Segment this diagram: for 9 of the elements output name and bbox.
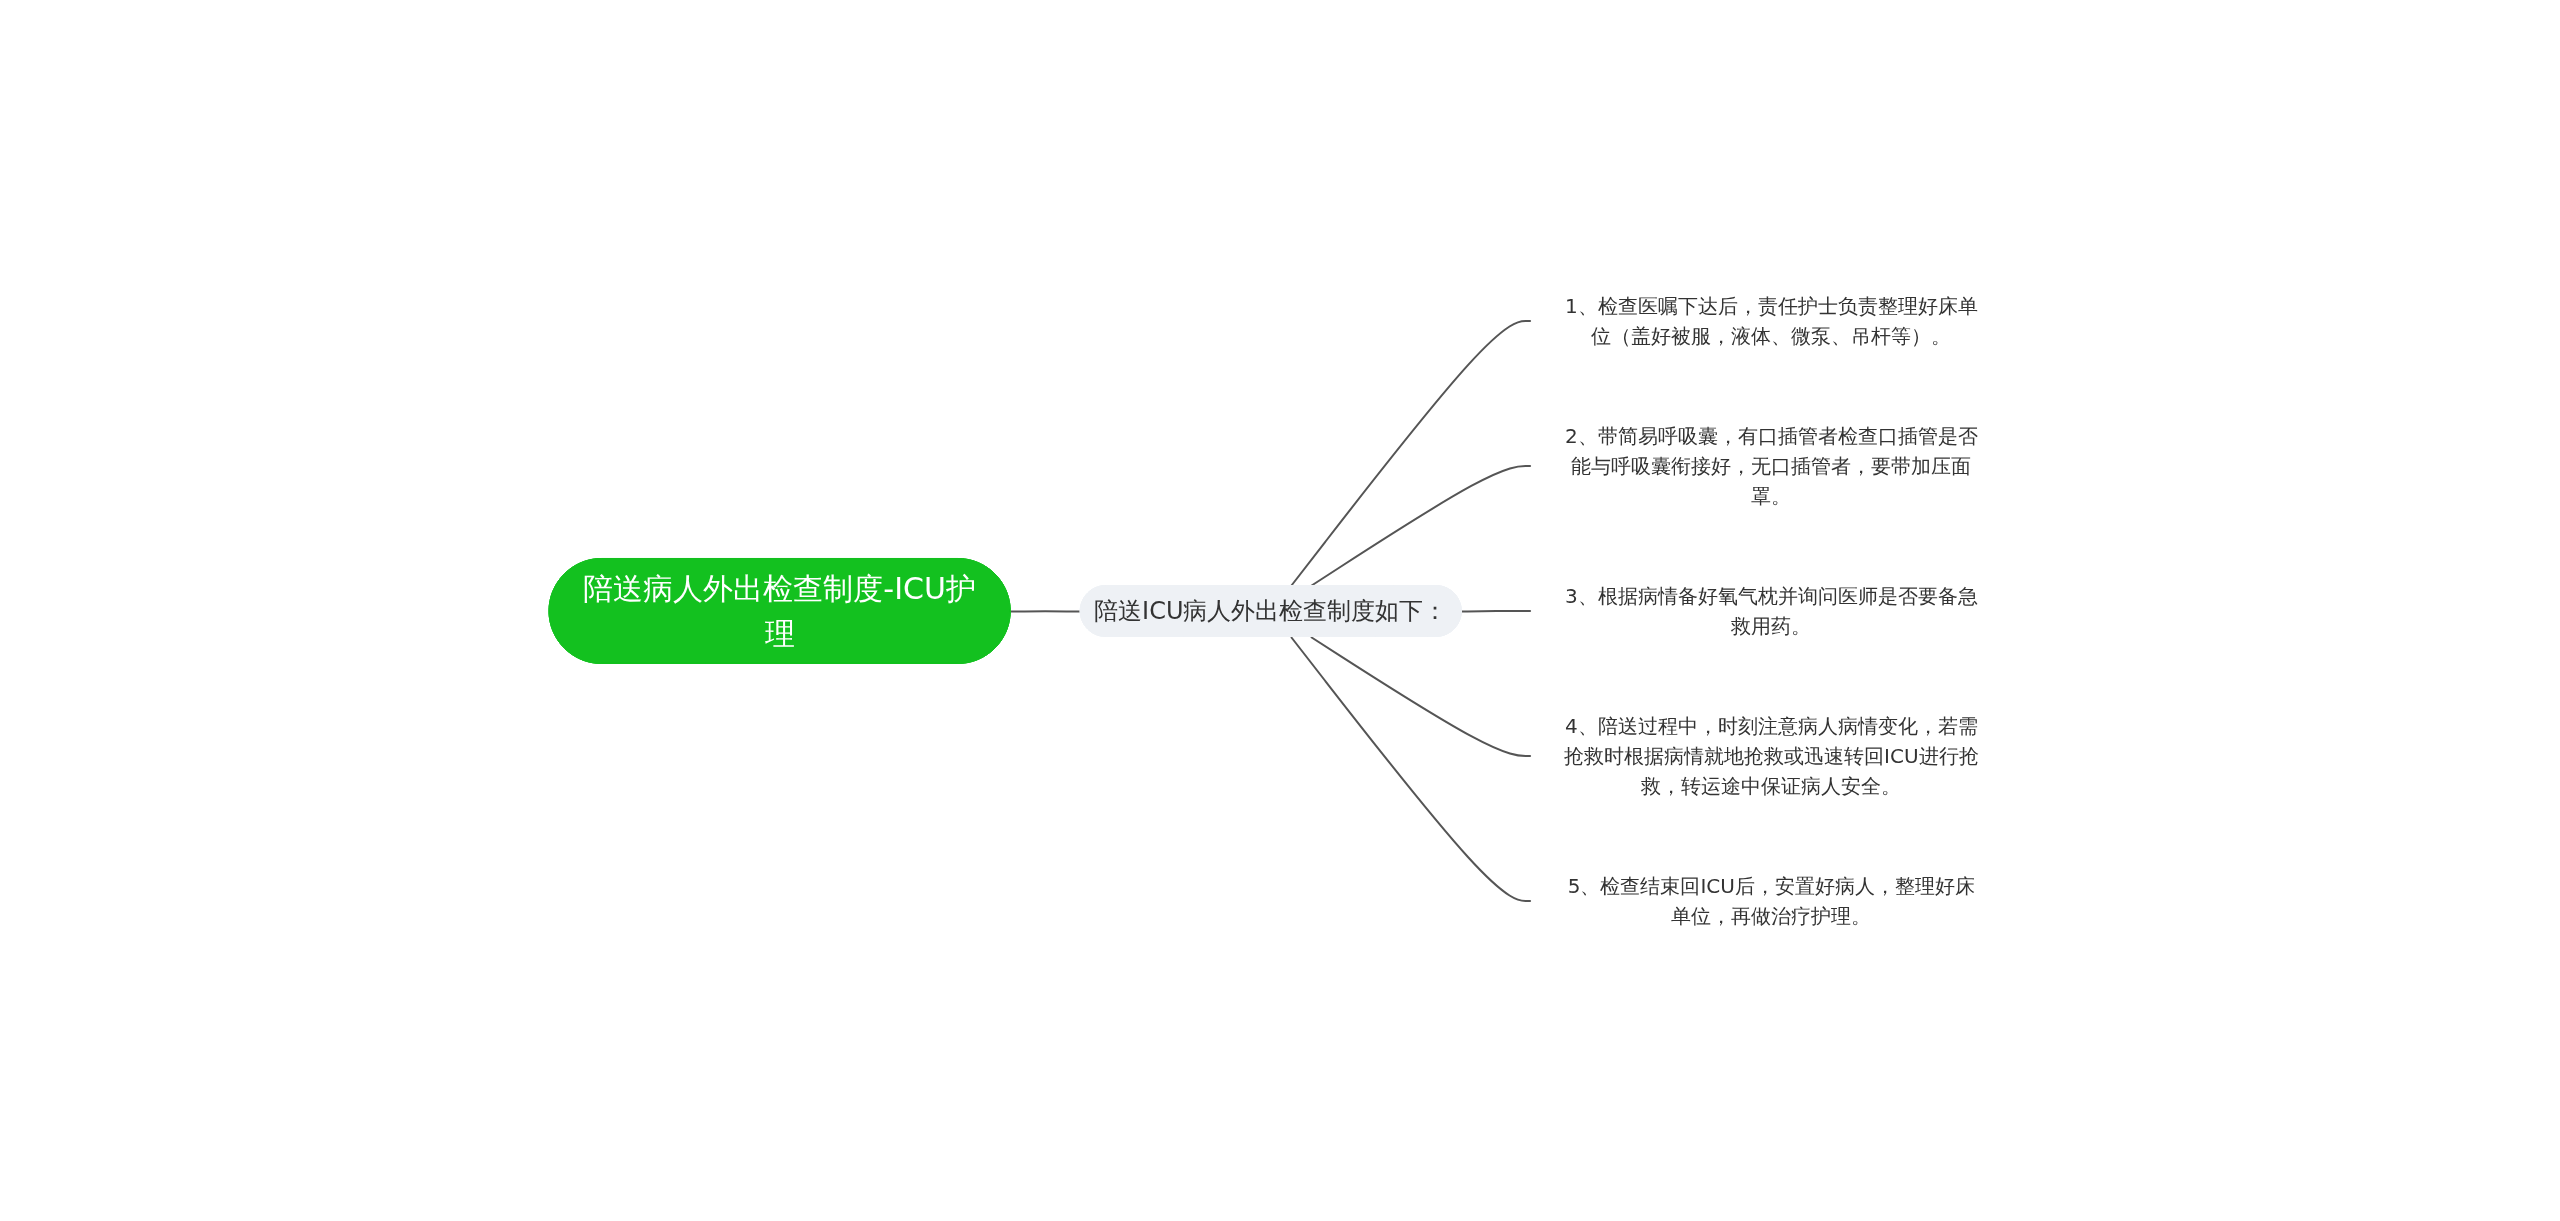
connector [1289,635,1533,902]
connector [1309,635,1533,757]
connector [1009,609,1082,612]
connector [1460,609,1533,612]
node-text: 5、检查结束回ICU后，安置好病人，整理好床单位，再做治疗护理。 [1567,873,1975,928]
node-text: 1、检查医嘱下达后，责任护士负责整理好床单位（盖好被服，液体、微泵、吊杆等）。 [1564,293,1978,348]
node-text: 3、根据病情备好氧气枕并询问医师是否要备急救用药。 [1564,583,1978,638]
node-text: 4、陪送过程中，时刻注意病人病情变化，若需抢救时根据病情就地抢救或迅速转回ICU进行抢救，转运途中保证病人安全。 [1563,713,1979,798]
node-text: 2、带简易呼吸囊，有口插管者检查口插管是否能与呼吸囊衔接好，无口插管者，要带加压面罩。 [1564,423,1978,508]
